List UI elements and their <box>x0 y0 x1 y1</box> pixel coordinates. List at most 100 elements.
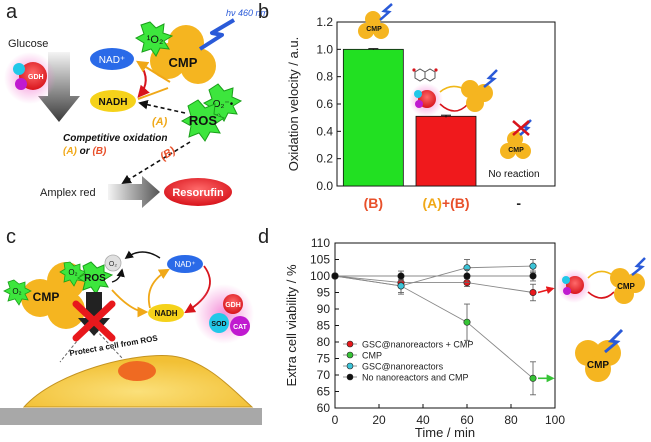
resorufin-label: Resorufin <box>172 187 224 199</box>
legend-marker <box>346 340 354 348</box>
gdh-magenta-unit <box>563 287 571 295</box>
gdh-magenta-unit <box>415 100 423 108</box>
category-label: - <box>516 195 521 211</box>
gdh-cyan-unit <box>13 63 25 75</box>
path-b-label: (B) <box>158 145 178 163</box>
legend-label: GSC@nanoreactors <box>362 362 444 372</box>
x-axis-label: Time / min <box>415 425 475 440</box>
substrate <box>0 408 262 425</box>
ros-to-nadh-arrow <box>111 289 149 318</box>
no-reaction-icon: CMP No reaction <box>488 119 540 180</box>
amplex-arrow <box>108 176 160 208</box>
cmp-bead <box>373 23 389 39</box>
gsc-cmp-icon-d: CMP <box>557 257 646 304</box>
category-label-part: - <box>516 195 521 211</box>
cmp-icon-label: CMP <box>617 282 635 291</box>
cat-blob <box>230 316 250 336</box>
x-tick-label: 100 <box>545 413 565 427</box>
y-tick-label: 95 <box>317 286 331 300</box>
category-label-part: + <box>442 195 450 211</box>
data-point <box>529 272 537 280</box>
legend-marker <box>346 351 354 359</box>
nadh-label: NADH <box>154 309 177 318</box>
y-tick-label: 1.0 <box>316 42 333 56</box>
data-point <box>331 272 339 280</box>
x-tick-label: 60 <box>460 413 474 427</box>
nad-label: NAD⁺ <box>174 260 195 269</box>
gdh-magenta-unit <box>15 78 27 90</box>
gdh-label: GDH <box>225 302 241 309</box>
y-axis-label: Oxidation velocity / a.u. <box>286 37 301 171</box>
oxygen-product-circle <box>104 254 122 272</box>
cycle-arrow-red <box>439 103 469 112</box>
cmp-label: CMP <box>33 290 60 304</box>
cmp-bead <box>515 143 531 159</box>
cmp-bead <box>466 94 484 112</box>
oxygen-burst-icon <box>59 261 87 287</box>
choice-or: or <box>77 146 93 157</box>
amplex-red-label: Amplex red <box>40 187 96 199</box>
singlet-oxygen-label: ¹O₂ <box>147 34 164 46</box>
cell-nucleus <box>118 361 156 381</box>
category-label: (B) <box>364 195 383 211</box>
cmp-bead <box>461 80 479 98</box>
lightning-icon <box>483 69 498 88</box>
y-tick-label: 0.2 <box>316 152 333 166</box>
superoxide-label: O₂⁻• <box>213 99 234 110</box>
shield-dashed-line <box>95 329 123 359</box>
lightning-icon <box>379 3 393 21</box>
path-a-label: (A) <box>152 116 168 128</box>
y-tick-label: 65 <box>317 385 331 399</box>
y-tick-label: 75 <box>317 352 331 366</box>
sod-label: SOD <box>211 321 226 328</box>
category-label-part: (B) <box>364 195 383 211</box>
y-tick-label: 0.6 <box>316 97 333 111</box>
y-tick-label: 100 <box>310 269 330 283</box>
oxygen-label: O₂ <box>68 268 77 277</box>
y-tick-label: 0.4 <box>316 124 333 138</box>
data-point <box>463 272 471 280</box>
ros-to-nadh-dashed-arrow <box>138 99 186 114</box>
ros-to-o2-arrow <box>111 268 125 283</box>
series-line <box>334 275 534 293</box>
y-tick-label: 60 <box>317 401 331 415</box>
data-point <box>529 262 537 270</box>
ros-label: ROS <box>84 273 106 284</box>
panel-b-letter: b <box>258 1 269 23</box>
glucose-label: Glucose <box>8 38 48 50</box>
panel-c: c Protect a cell from ROS CMP O₂ O₂ ROS … <box>0 226 262 425</box>
cmp-icon-label: CMP <box>587 360 610 371</box>
cell-body <box>22 354 254 408</box>
red-cross-icon <box>72 300 116 342</box>
choice-a: (A) <box>63 146 78 157</box>
choice-b: (B) <box>92 146 107 157</box>
gdh-label: GDH <box>28 74 44 81</box>
singlet-oxygen-burst-icon <box>134 21 174 57</box>
path-a-arrow-up <box>135 60 171 83</box>
y-tick-label: 110 <box>311 236 330 250</box>
legend-label: No nanoreactors and CMP <box>362 373 469 383</box>
resorufin-oval <box>164 178 232 206</box>
lightning-icon <box>604 328 624 354</box>
y-tick-label: 105 <box>310 253 330 267</box>
lightning-icon <box>631 257 646 276</box>
enzyme-glow <box>194 284 254 344</box>
y-tick-label: 90 <box>317 302 331 316</box>
legend-marker <box>346 373 354 381</box>
amplex-molecule-icon <box>412 68 438 82</box>
nad-oval <box>90 48 134 70</box>
no-reaction-label: No reaction <box>488 169 539 180</box>
gdh-cyan-unit <box>562 276 570 284</box>
cmp-icon-label: CMP <box>366 26 382 33</box>
y-axis-label: Extra cell viability / % <box>284 264 299 387</box>
legend-label: CMP <box>362 351 382 361</box>
gsc-cmp-scheme-b <box>409 68 498 117</box>
category-label: (A)+(B) <box>422 195 469 211</box>
cmp-bead <box>358 23 374 39</box>
sod-blob <box>209 313 229 333</box>
panel-a: a Glucose GDH NAD⁺ NADH CMP hν 460 nm ¹O… <box>4 1 269 208</box>
cmp-bead <box>507 131 523 147</box>
